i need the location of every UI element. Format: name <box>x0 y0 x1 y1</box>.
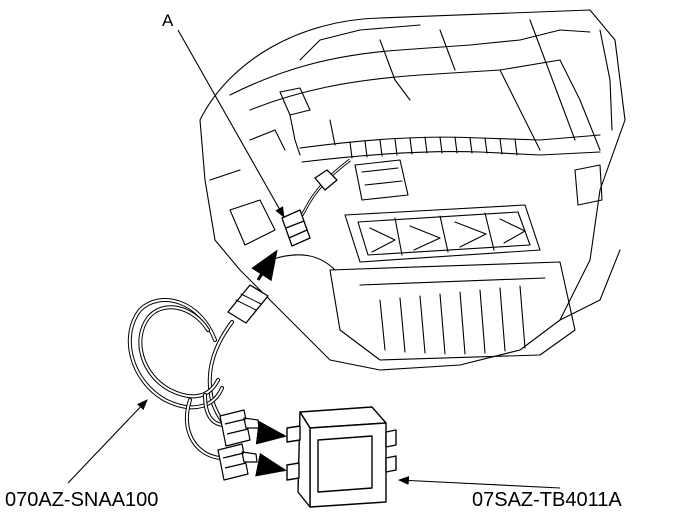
connect-arrow <box>251 249 278 282</box>
test-box <box>286 406 397 508</box>
probe-plugs <box>217 409 260 481</box>
engine-bay-illustration <box>199 9 626 371</box>
leader-test-box <box>397 476 561 489</box>
insertion-arrows <box>251 249 287 477</box>
leader-lines <box>67 29 561 489</box>
probe-arrow-upper <box>255 420 287 445</box>
leader-a <box>177 29 285 218</box>
vehicle-connector-a <box>281 158 351 247</box>
probe-arrow-lower <box>255 452 287 477</box>
callout-a-label: A <box>162 11 174 30</box>
leader-harness <box>67 399 148 484</box>
harness-part-number: 070AZ-SNAA100 <box>5 489 158 511</box>
test-harness <box>127 284 269 460</box>
test-box-part-number: 07SAZ-TB4011A <box>472 489 622 511</box>
